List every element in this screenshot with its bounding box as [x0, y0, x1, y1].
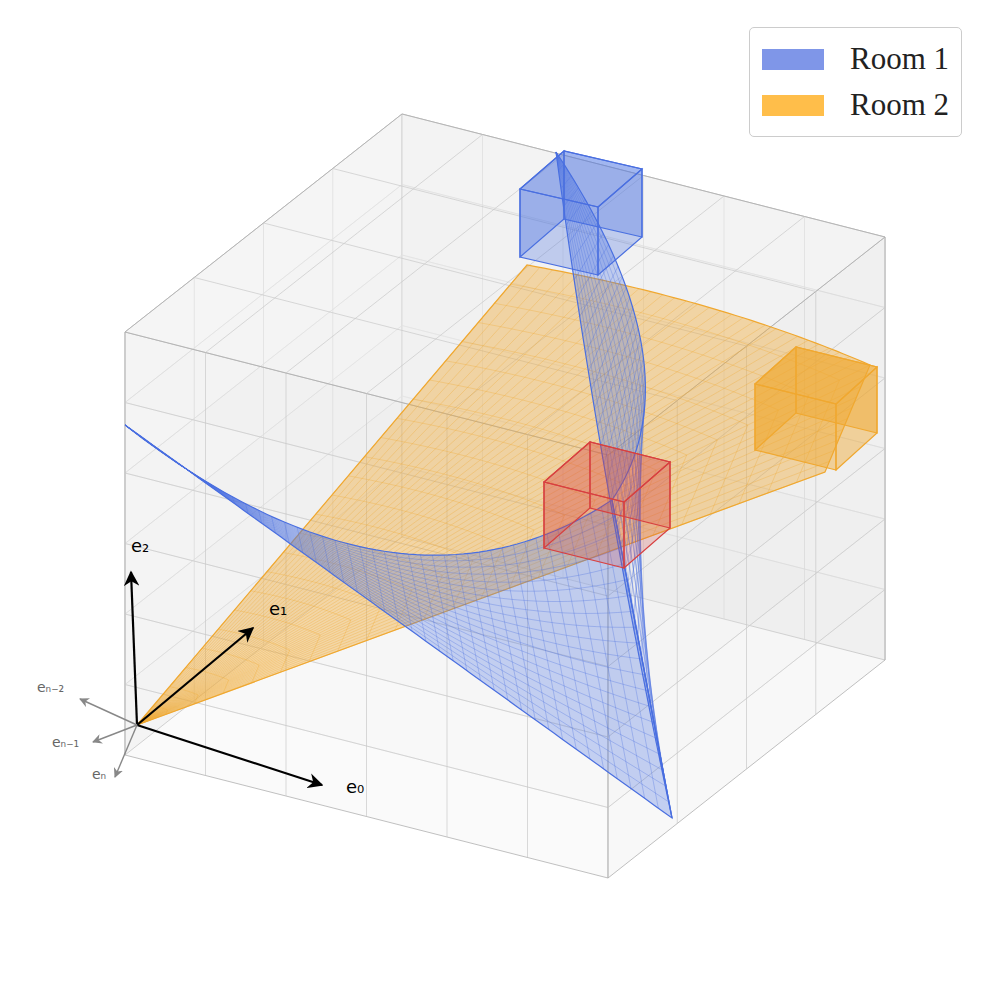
legend-swatch [762, 95, 824, 116]
surface-mesh [137, 321, 754, 725]
legend-row: Room 1 [762, 36, 949, 82]
surface-mesh [125, 425, 633, 613]
axis-label: eₙ₋₁ [52, 735, 79, 749]
cube-face [544, 442, 670, 502]
surface-mesh [218, 629, 289, 672]
axis-label: eₙ₋₂ [37, 680, 64, 694]
legend-swatch [762, 49, 824, 70]
surface-mesh [186, 668, 229, 694]
surface-mesh [125, 425, 639, 643]
surface-mesh [125, 425, 636, 627]
surface-mesh [125, 425, 627, 591]
cube-face [755, 347, 877, 404]
intersection-cube [544, 442, 670, 568]
surface-mesh [251, 591, 351, 651]
axis-arrow [131, 572, 137, 725]
surface-mesh [202, 648, 259, 683]
cube-face [520, 151, 642, 207]
surface-mesh [137, 325, 765, 725]
axis-label: e₁ [269, 600, 287, 618]
axis-label: eₙ [92, 767, 106, 781]
room2-cube [755, 347, 877, 470]
axis-arrow [137, 628, 253, 725]
surface-mesh [137, 275, 578, 725]
surface-mesh [125, 425, 642, 659]
surface-mesh [125, 425, 624, 582]
legend-text: Room 2 [850, 87, 949, 123]
surface-mesh [125, 425, 630, 602]
room1-surface [125, 425, 672, 818]
axes [80, 572, 322, 785]
surface-mesh [125, 425, 669, 802]
axis-label: e₂ [131, 537, 149, 555]
surface-mesh [137, 318, 743, 725]
legend-box: Room 1 Room 2 [749, 27, 962, 137]
surface-mesh [125, 425, 615, 561]
axis-arrow [115, 725, 137, 777]
room1-cube [520, 151, 642, 275]
surface-fill [125, 425, 672, 818]
legend-text: Room 1 [850, 41, 949, 77]
cube-grid [125, 114, 885, 878]
legend-row: Room 2 [762, 82, 949, 128]
axis-arrow [80, 699, 137, 725]
axis-label: e₀ [346, 778, 364, 796]
surface-mesh [137, 329, 776, 725]
axis-arrow [137, 725, 322, 785]
